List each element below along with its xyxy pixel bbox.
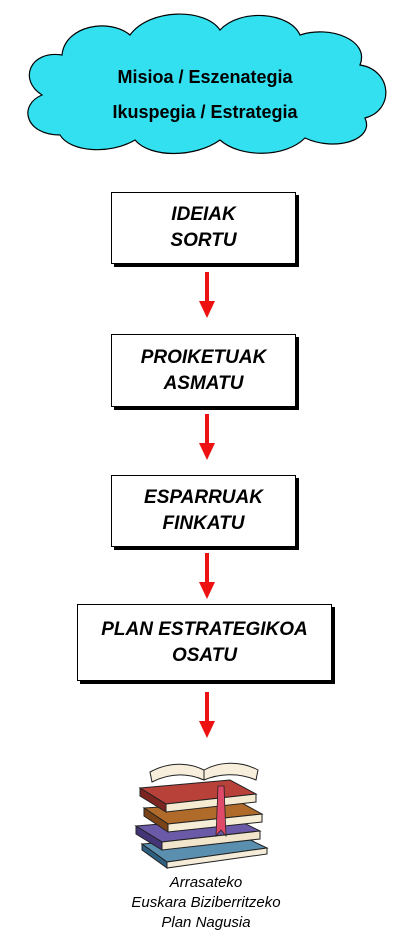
cloud-text: Misioa / Eszenategia Ikuspegia / Estrate… bbox=[60, 60, 350, 130]
caption: Arrasateko Euskara Biziberritzeko Plan N… bbox=[60, 873, 352, 933]
down-arrow-icon bbox=[199, 414, 215, 460]
down-arrow-icon bbox=[199, 553, 215, 599]
step-label-line-1: IDEIAK bbox=[171, 204, 236, 225]
step-label-line-2: SORTU bbox=[170, 230, 237, 251]
step-label-line-1: PLAN ESTRATEGIKOA bbox=[101, 618, 308, 640]
caption-line-2: Euskara Biziberritzeko bbox=[131, 894, 281, 911]
cloud-line-1: Misioa / Eszenategia bbox=[117, 67, 293, 87]
step-label-line-1: PROIKETUAK bbox=[140, 346, 267, 368]
cloud-line-2: Ikuspegia / Estrategia bbox=[112, 102, 298, 122]
caption-line-1: Arrasateko bbox=[169, 874, 243, 891]
down-arrow-icon bbox=[199, 692, 215, 738]
step-label-line-1: ESPARRUAK bbox=[144, 487, 263, 508]
step-plan-estrategikoa-osatu: PLAN ESTRATEGIKOA OSATU bbox=[77, 604, 332, 681]
step-proiketuak-asmatu: PROIKETUAK ASMATU bbox=[111, 334, 296, 407]
stack-of-books-icon bbox=[134, 762, 269, 869]
caption-line-3: Plan Nagusia bbox=[161, 914, 251, 931]
step-label-line-2: ASMATU bbox=[163, 372, 244, 394]
step-ideiak-sortu: IDEIAK SORTU bbox=[111, 192, 296, 264]
down-arrow-icon bbox=[199, 272, 215, 318]
step-label-line-2: FINKATU bbox=[162, 513, 245, 534]
mission-cloud bbox=[27, 13, 387, 155]
step-label-line-2: OSATU bbox=[171, 644, 238, 666]
step-esparruak-finkatu: ESPARRUAK FINKATU bbox=[111, 475, 296, 547]
